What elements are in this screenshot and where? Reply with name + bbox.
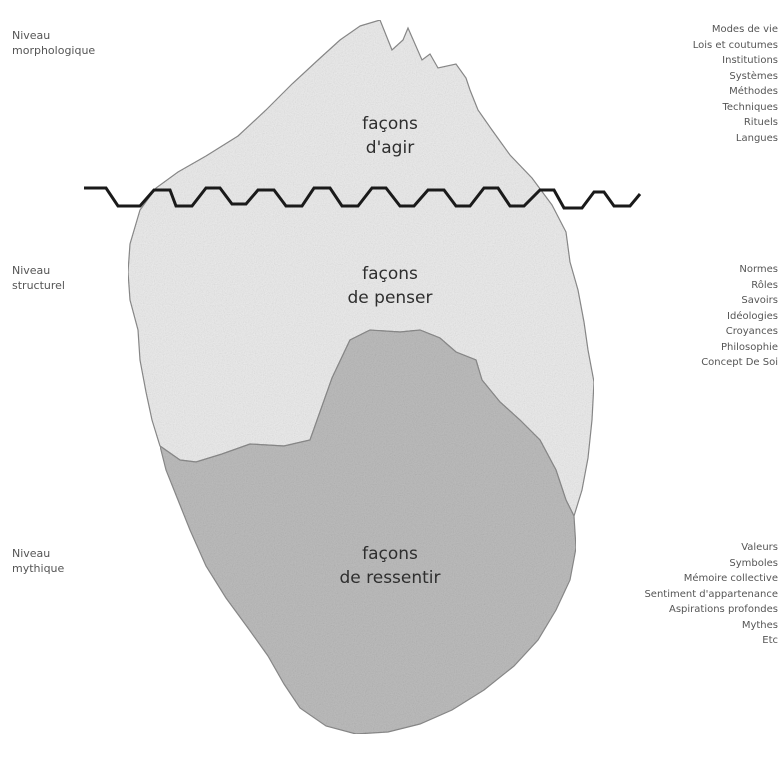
list-item: Méthodes (693, 84, 778, 100)
level-label-mythique: Niveau mythique (12, 546, 64, 576)
list-item: Techniques (693, 100, 778, 116)
list-item: Philosophie (701, 340, 778, 356)
list-item: Rôles (701, 278, 778, 294)
list-item: Sentiment d'appartenance (644, 587, 778, 603)
list-item: Aspirations profondes (644, 602, 778, 618)
list-item: Mythes (644, 618, 778, 634)
list-item: Etc (644, 633, 778, 649)
list-bottom: Valeurs Symboles Mémoire collective Sent… (644, 540, 778, 649)
level-label-structurel: Niveau structurel (12, 263, 65, 293)
list-item: Lois et coutumes (693, 38, 778, 54)
list-item: Normes (701, 262, 778, 278)
list-item: Mémoire collective (644, 571, 778, 587)
list-item: Valeurs (644, 540, 778, 556)
list-item: Croyances (701, 324, 778, 340)
list-item: Concept De Soi (701, 355, 778, 371)
list-item: Institutions (693, 53, 778, 69)
list-item: Symboles (644, 556, 778, 572)
list-item: Rituels (693, 115, 778, 131)
list-middle: Normes Rôles Savoirs Idéologies Croyance… (701, 262, 778, 371)
zone-title-ressentir: façons de ressentir (300, 542, 480, 590)
zone-title-penser: façons de penser (310, 262, 470, 310)
level-label-morphologique: Niveau morphologique (12, 28, 95, 58)
list-item: Idéologies (701, 309, 778, 325)
zone-title-agir: façons d'agir (320, 112, 460, 160)
list-item: Savoirs (701, 293, 778, 309)
list-item: Systèmes (693, 69, 778, 85)
list-top: Modes de vie Lois et coutumes Institutio… (693, 22, 778, 146)
list-item: Modes de vie (693, 22, 778, 38)
list-item: Langues (693, 131, 778, 147)
